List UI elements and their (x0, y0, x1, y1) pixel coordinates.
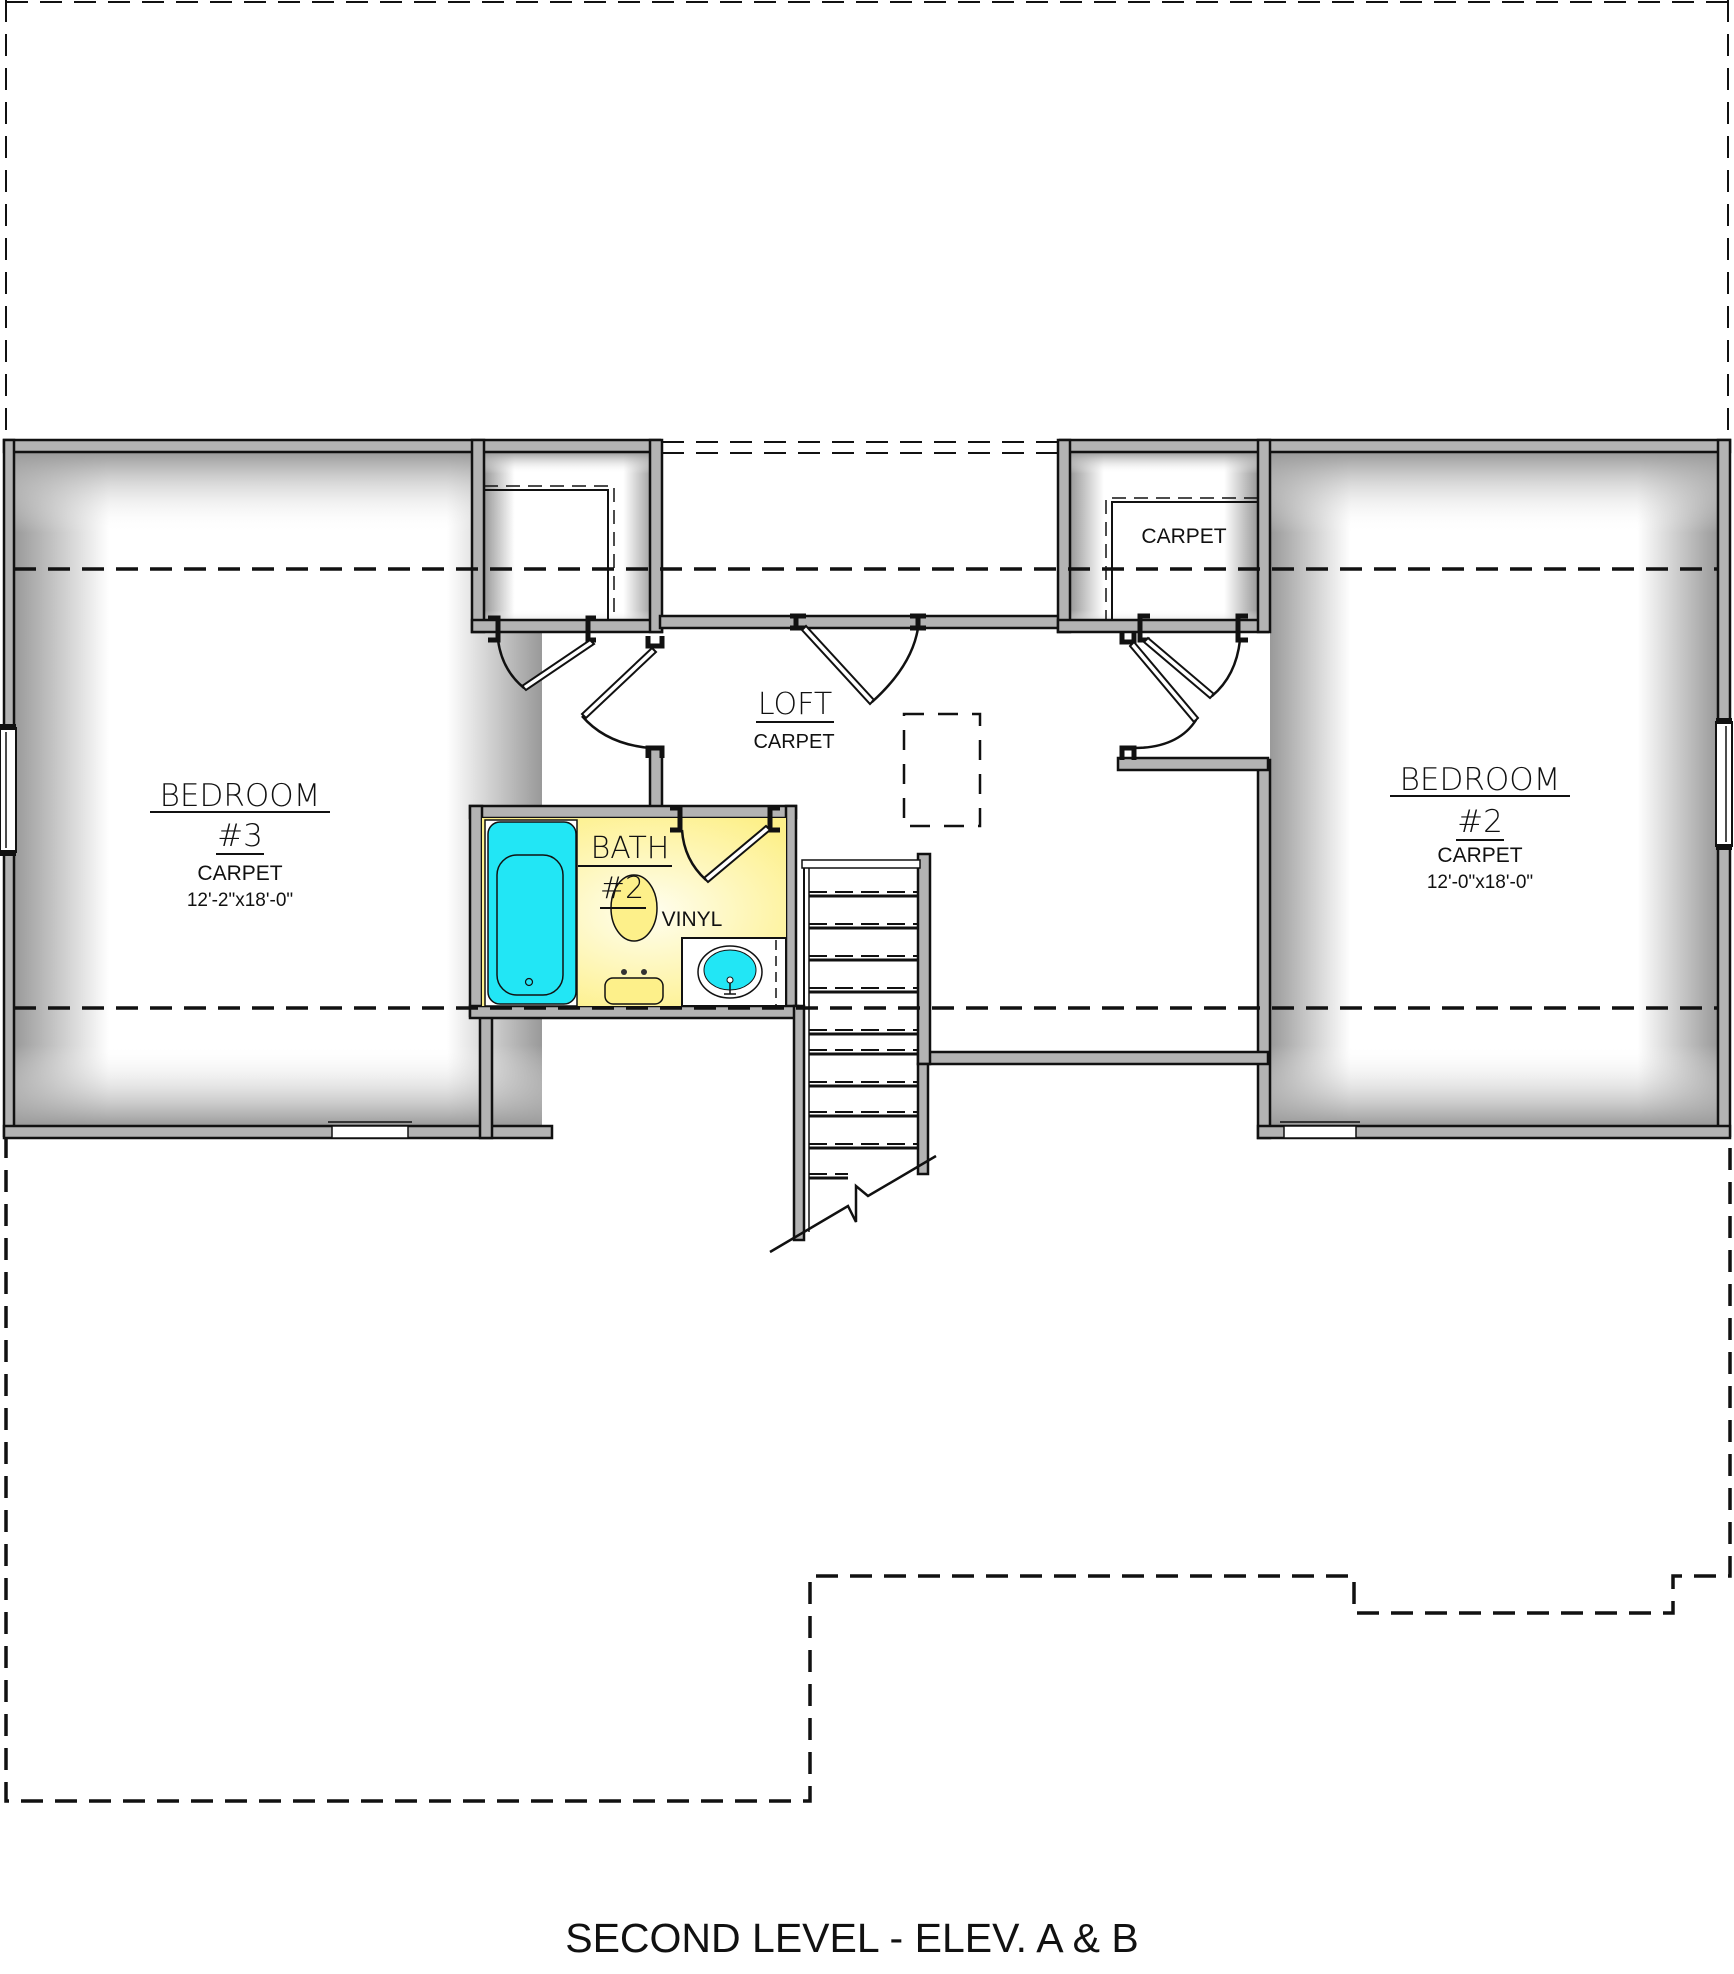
closet-right-floor (1070, 452, 1258, 632)
loft-label: LOFT CARPET (753, 687, 834, 753)
bedroom-2-number: #2 (1457, 804, 1503, 840)
closet-right-floor-type: CARPET (1141, 525, 1226, 548)
bedroom-3-floor (14, 452, 542, 1126)
bedroom-3-number: #3 (217, 818, 263, 854)
bath-2 (482, 818, 787, 1007)
ceiling-lines (14, 567, 1718, 1010)
drawing-title: SECOND LEVEL - ELEV. A & B (565, 1915, 1139, 1961)
loft-name: LOFT (758, 687, 832, 722)
bedroom-3-label: BEDROOM #3 CARPET 12'-2"x18'-0" (150, 778, 330, 911)
bedroom-3-name: BEDROOM (160, 778, 321, 814)
first-floor-outline-lower (4, 1136, 1732, 1803)
closet-left-shelf (484, 485, 615, 620)
attic-access-icon (902, 712, 982, 828)
closet-right-shelf (1105, 497, 1258, 620)
window-icon (0, 718, 1733, 1139)
bath-2-name: BATH (591, 831, 670, 866)
door-swing-icon[interactable] (488, 613, 1248, 884)
bedroom-2-name: BEDROOM (1400, 762, 1561, 798)
bedroom-2-floor-type: CARPET (1437, 844, 1522, 867)
bedroom-3-size: 12'-2"x18'-0" (187, 890, 293, 911)
roof-outline-upper (5, 0, 1729, 440)
toilet-icon (604, 874, 664, 1005)
bath-2-floor-type: VINYL (662, 908, 723, 931)
bedroom-2-floor (1270, 452, 1718, 1126)
bath-2-number: #2 (600, 871, 644, 906)
sink-icon (681, 937, 787, 1007)
closet-left-floor (484, 452, 654, 632)
stair-icon (769, 859, 937, 1254)
bedroom-2-size: 12'-0"x18'-0" (1427, 872, 1533, 893)
open-to-below-outline (662, 441, 1058, 454)
bedroom-2-label: BEDROOM #2 CARPET 12'-0"x18'-0" (1390, 762, 1570, 893)
loft-floor-type: CARPET (753, 731, 834, 753)
bathtub-icon (484, 819, 578, 1007)
bath-2-label: BATH #2 VINYL (578, 831, 722, 931)
bedroom-3-floor-type: CARPET (197, 862, 282, 885)
